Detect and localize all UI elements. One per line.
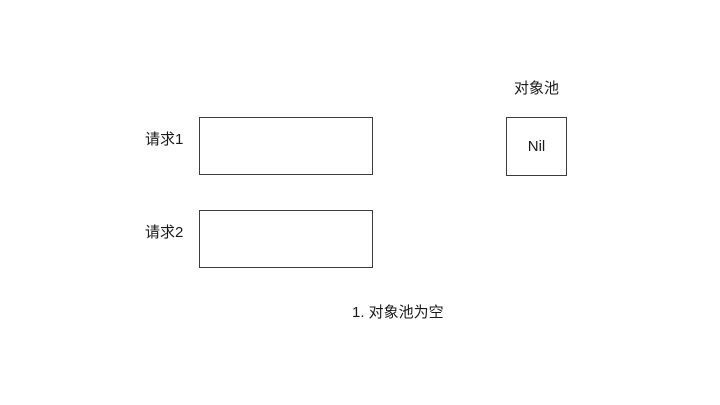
request1-label: 请求1 — [145, 131, 184, 148]
object-pool-label: 对象池 — [514, 80, 560, 97]
object-pool-value: Nil — [527, 138, 546, 155]
request1-box — [199, 117, 373, 175]
request2-label: 请求2 — [145, 224, 184, 241]
object-pool-box: Nil — [506, 117, 567, 176]
diagram-caption: 1. 对象池为空 — [352, 304, 444, 321]
request2-box — [199, 210, 373, 268]
